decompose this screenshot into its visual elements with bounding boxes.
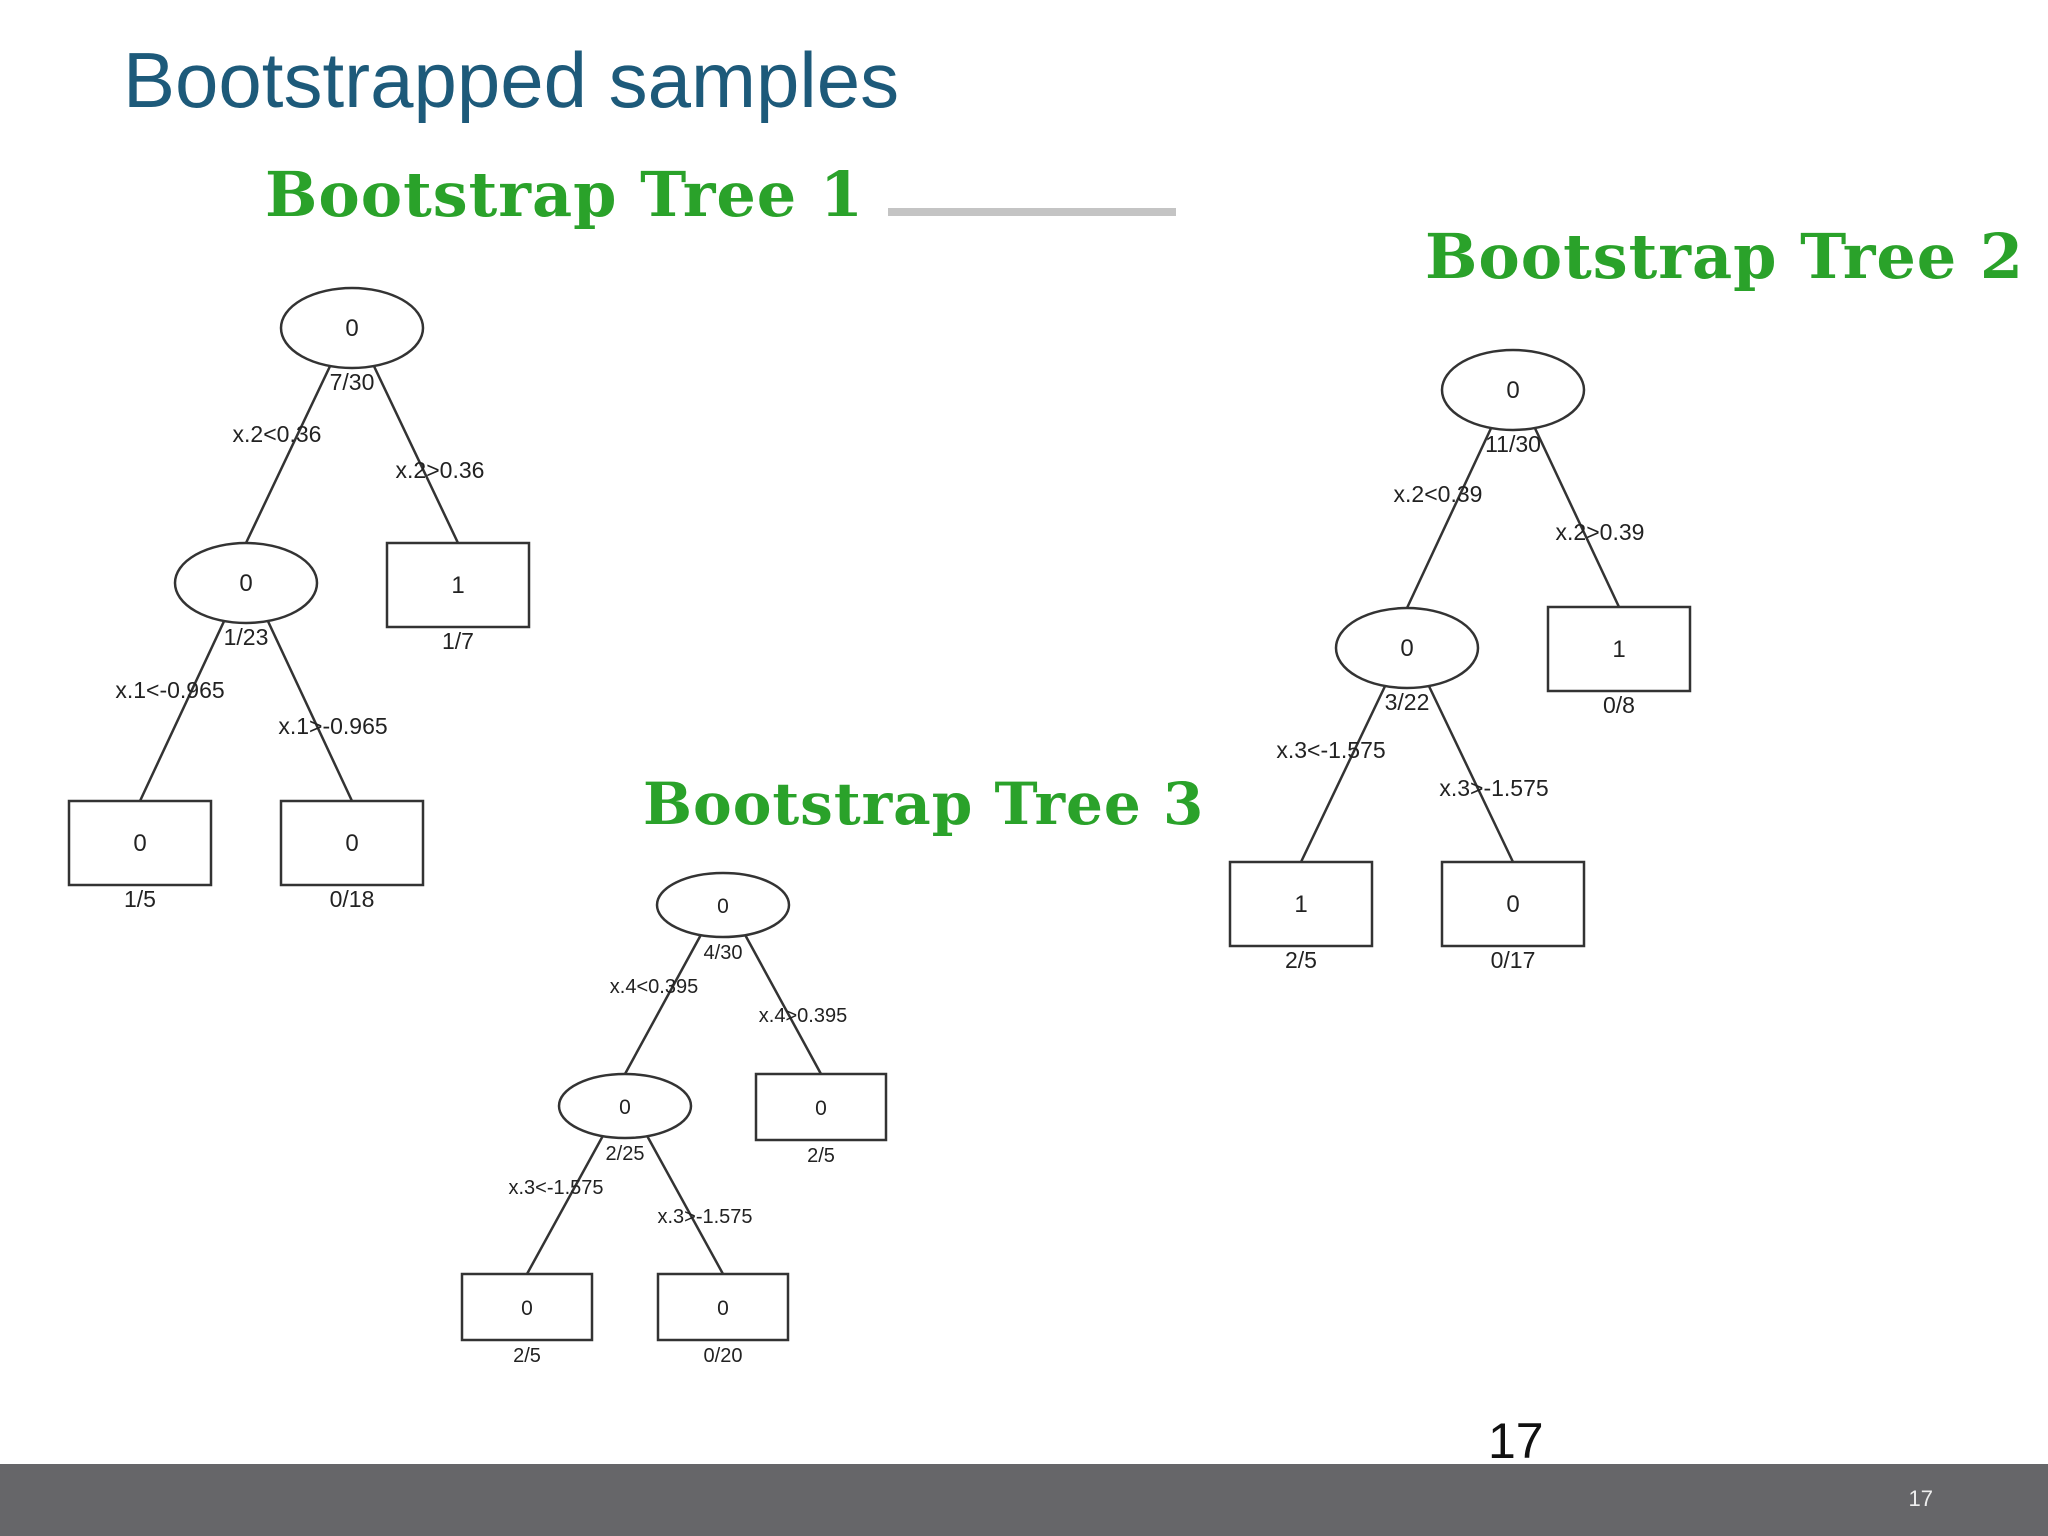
tree-2-left-left-leaf-ratio: 2/5	[1285, 947, 1317, 973]
tree-1-root-node-ratio: 7/30	[330, 369, 375, 395]
tree-2-split-right-label: x.2>0.39	[1556, 519, 1645, 545]
tree-1-edge-inner-left	[138, 616, 228, 802]
tree-1-left-left-leaf	[67, 799, 213, 887]
page-title: Bootstrapped samples	[123, 36, 900, 124]
tree-2-root-node-ratio: 11/30	[1485, 431, 1541, 457]
tree-2-inner-node	[1334, 606, 1480, 690]
tree-1-root-node	[279, 286, 425, 370]
tree-2-root-node	[1440, 348, 1586, 432]
tree-1-right-leaf	[385, 541, 531, 629]
tree-1-left-right-leaf-class: 0	[345, 830, 358, 857]
tree-3-split-right-label: x.4>0.395	[759, 1005, 847, 1027]
footer-bar: 17	[0, 1464, 2048, 1536]
tree-3-left-left-leaf-ratio: 2/5	[513, 1345, 541, 1367]
decision-trees-diagram: 0 7/30 0 1/23 1 1/7 0 1/5 0 0/18 x.2<0.36 x.2>0.36 x…	[67, 286, 1692, 1367]
tree-1-inner-split-left-label: x.1<-0.965	[115, 677, 224, 703]
tree-3-right-leaf-class: 0	[815, 1097, 827, 1120]
tree-1-edge-inner-right	[264, 616, 354, 802]
tree-3-edge-root-right	[741, 930, 823, 1075]
tree-2-left-right-leaf-class: 0	[1506, 891, 1519, 918]
tree-3-root-node	[655, 871, 791, 939]
tree-2-root-node-class: 0	[1506, 377, 1519, 404]
tree-2-inner-node-ratio: 3/22	[1385, 689, 1430, 715]
page-number: 17	[1488, 1413, 1544, 1469]
tree-1-edge-root-left	[244, 361, 334, 544]
tree-2-inner-node-class: 0	[1400, 635, 1413, 662]
tree-3-inner-node-class: 0	[619, 1096, 631, 1119]
tree-3-inner-node	[557, 1072, 693, 1140]
tree-3-inner-node-ratio: 2/25	[606, 1143, 645, 1165]
tree-3-heading: Bootstrap Tree 3	[643, 770, 1205, 838]
tree-2-edge-root-left	[1405, 423, 1495, 609]
tree-3-left-right-leaf-class: 0	[717, 1297, 729, 1320]
tree-3-root-node-ratio: 4/30	[704, 942, 743, 964]
tree-1-edge-root-right	[370, 361, 460, 544]
tree-2-right-leaf-class: 1	[1612, 636, 1625, 663]
tree-1-right-leaf-class: 1	[451, 572, 464, 599]
tree-2-right-leaf-ratio: 0/8	[1603, 692, 1635, 718]
footer-page-number: 17	[1908, 1486, 1933, 1511]
tree-2-edge-inner-right	[1425, 681, 1515, 863]
tree-1-left-left-leaf-ratio: 1/5	[124, 886, 156, 912]
tree-3-right-leaf-ratio: 2/5	[807, 1145, 835, 1167]
tree-3-left-left-leaf	[460, 1272, 594, 1342]
tree-2-inner-split-left-label: x.3<-1.575	[1276, 737, 1385, 763]
tree-3-edge-root-left	[623, 930, 705, 1075]
tree-1-split-right-label: x.2>0.36	[396, 457, 485, 483]
tree-3-edge-inner-left	[525, 1131, 607, 1275]
tree-1-right-leaf-ratio: 1/7	[442, 628, 474, 654]
tree-3-root-node-class: 0	[717, 895, 729, 918]
tree-3-left-right-leaf	[656, 1272, 790, 1342]
decorative-divider	[888, 208, 1176, 216]
tree-1-root-node-class: 0	[345, 315, 358, 342]
tree-1-left-right-leaf	[279, 799, 425, 887]
tree-3-left-left-leaf-class: 0	[521, 1297, 533, 1320]
tree-1-inner-node	[173, 541, 319, 625]
tree-2-left-right-leaf	[1440, 860, 1586, 948]
tree-3-split-left-label: x.4<0.395	[610, 976, 698, 998]
tree-1-split-left-label: x.2<0.36	[233, 421, 322, 447]
tree-3-left-right-leaf-ratio: 0/20	[704, 1345, 743, 1367]
tree-1-left-left-leaf-class: 0	[133, 830, 146, 857]
tree-1-inner-node-ratio: 1/23	[224, 624, 269, 650]
tree-2-left-left-leaf	[1228, 860, 1374, 948]
tree-2-edge-inner-left	[1299, 681, 1389, 863]
tree-2-heading: Bootstrap Tree 2	[1425, 220, 2024, 293]
tree-2-left-right-leaf-ratio: 0/17	[1491, 947, 1536, 973]
tree-3-edge-inner-right	[643, 1131, 725, 1275]
tree-1-heading: Bootstrap Tree 1	[265, 158, 864, 231]
tree-2-right-leaf	[1546, 605, 1692, 693]
tree-3-inner-split-left-label: x.3<-1.575	[508, 1177, 603, 1199]
tree-1-inner-split-right-label: x.1>-0.965	[278, 713, 387, 739]
tree-2-inner-split-right-label: x.3>-1.575	[1439, 775, 1548, 801]
tree-2-left-left-leaf-class: 1	[1294, 891, 1307, 918]
tree-1-inner-node-class: 0	[239, 570, 252, 597]
tree-3-inner-split-right-label: x.3>-1.575	[657, 1206, 752, 1228]
tree-2-edge-root-right	[1531, 423, 1621, 608]
tree-2-split-left-label: x.2<0.39	[1394, 481, 1483, 507]
tree-3-right-leaf	[754, 1072, 888, 1142]
tree-1-left-right-leaf-ratio: 0/18	[330, 886, 375, 912]
